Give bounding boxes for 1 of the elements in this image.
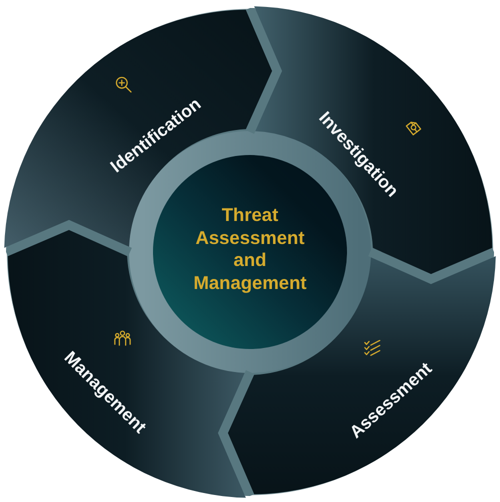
hub-title: Threat Assessment and Management: [192, 204, 308, 294]
